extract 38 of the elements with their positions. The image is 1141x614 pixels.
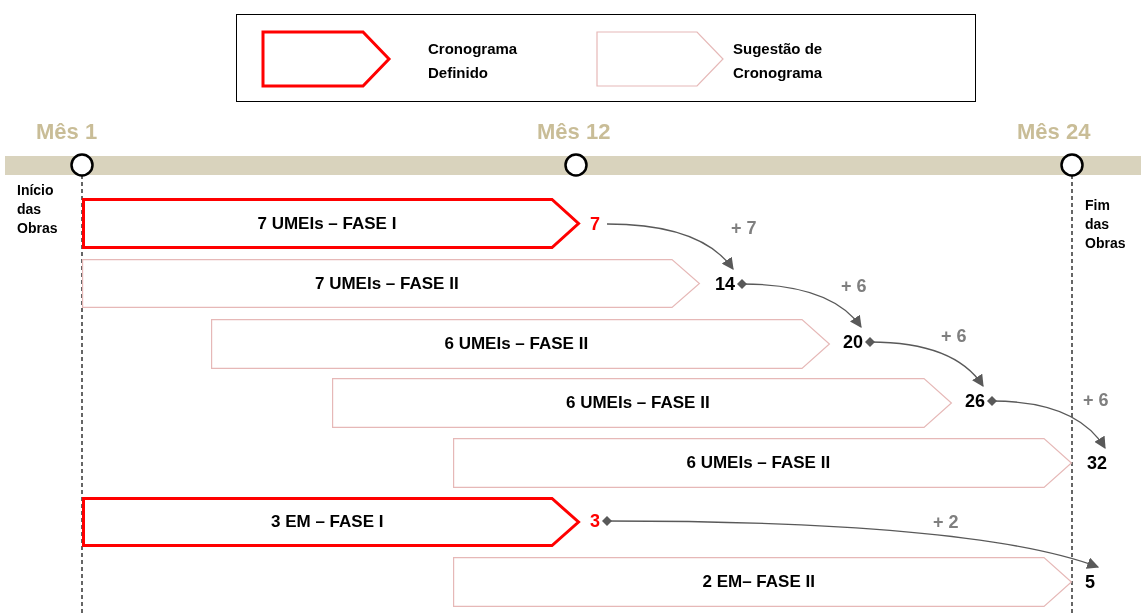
legend-text: Sugestão de Cronograma — [733, 39, 824, 83]
arrow — [987, 396, 1106, 449]
month-label: Mês 1 — [36, 119, 98, 145]
bar-label: 6 UMEIs – FASE II — [686, 453, 831, 473]
arrow — [602, 516, 1100, 570]
milestone-number: 20 — [839, 330, 867, 354]
month-label: Mês 24 — [1017, 119, 1091, 145]
bar-label: 6 UMEIs – FASE II — [566, 393, 710, 413]
milestone-number: 3 — [586, 509, 604, 533]
arrow — [865, 337, 984, 387]
edge-label: + 2 — [933, 512, 959, 533]
milestone-number: 14 — [711, 272, 739, 296]
edge-label: + 6 — [841, 276, 867, 297]
chevron-bar — [82, 497, 580, 547]
chevron-bar — [211, 319, 830, 369]
milestone-number: 26 — [961, 389, 989, 413]
chevron-bar — [453, 438, 1072, 488]
bar-label: 6 UMEIs – FASE II — [444, 334, 589, 354]
milestone-number: 7 — [586, 212, 604, 236]
bar-label: 2 EM– FASE II — [702, 572, 815, 592]
milestone-number: 32 — [1083, 451, 1111, 475]
month-label: Mês 12 — [537, 119, 611, 145]
chevron-bar — [82, 259, 700, 308]
bar-label: 7 UMEIs – FASE I — [257, 213, 397, 234]
chevron-bar — [453, 557, 1072, 607]
chevron-bar — [82, 198, 580, 249]
legend-text: Cronograma Definido — [428, 39, 519, 83]
bar-label: 3 EM – FASE I — [271, 512, 384, 532]
chevron-bar — [332, 378, 952, 428]
arrow — [606, 223, 734, 270]
arrow — [737, 279, 862, 328]
side-note: Início das Obras — [17, 181, 59, 238]
milestone-number: 5 — [1081, 570, 1099, 594]
edge-label: + 6 — [1083, 390, 1109, 411]
bar-label: 7 UMEIs – FASE II — [315, 273, 459, 294]
edge-label: + 7 — [731, 218, 757, 239]
edge-label: + 6 — [941, 326, 967, 347]
side-note: Fim das Obras — [1085, 196, 1127, 253]
